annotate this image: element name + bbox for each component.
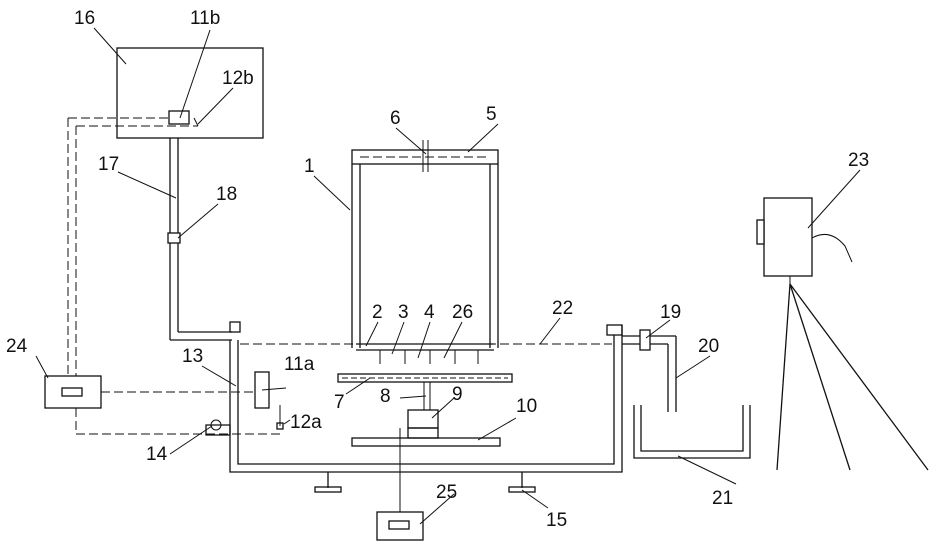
- label-4: 4: [424, 302, 435, 323]
- label-13: 13: [182, 346, 203, 367]
- label-1: 1: [304, 156, 315, 177]
- label-20: 20: [698, 336, 719, 357]
- label-2: 2: [372, 302, 383, 323]
- label-12a: 12a: [290, 412, 322, 433]
- label-9: 9: [452, 384, 463, 405]
- test-column: [338, 140, 512, 512]
- upper-reservoir: [117, 48, 263, 138]
- label-25: 25: [436, 482, 457, 503]
- label-21: 21: [712, 488, 733, 509]
- label-11a: 11a: [284, 354, 315, 375]
- label-11b: 11b: [190, 8, 220, 29]
- label-14: 14: [146, 444, 168, 465]
- sensor-11b: [169, 111, 189, 124]
- overflow-system: [622, 330, 750, 458]
- valve-19: [640, 330, 650, 350]
- label-10: 10: [516, 396, 537, 417]
- probe-12b: [194, 118, 198, 126]
- label-5: 5: [486, 104, 497, 125]
- camera-icon: [757, 198, 928, 470]
- label-8: 8: [380, 386, 391, 407]
- label-24: 24: [6, 336, 28, 357]
- label-19: 19: [660, 302, 681, 323]
- label-22: 22: [552, 298, 573, 319]
- label-16: 16: [74, 8, 95, 29]
- supply-pipe: [168, 138, 240, 340]
- label-15: 15: [546, 510, 567, 531]
- label-6: 6: [390, 108, 401, 129]
- label-17: 17: [98, 154, 119, 175]
- data-logger: [377, 512, 423, 540]
- label-23: 23: [848, 150, 869, 171]
- label-7: 7: [334, 392, 345, 413]
- label-26: 26: [452, 302, 473, 323]
- reference-labels: 16 11b 12b 17 18 1 6 5 2 3 4 26 22 19 20…: [6, 8, 869, 531]
- label-3: 3: [398, 302, 409, 323]
- load-cell: [408, 410, 438, 428]
- label-18: 18: [216, 184, 237, 205]
- label-12b: 12b: [222, 68, 254, 89]
- controller-icon: [45, 376, 101, 408]
